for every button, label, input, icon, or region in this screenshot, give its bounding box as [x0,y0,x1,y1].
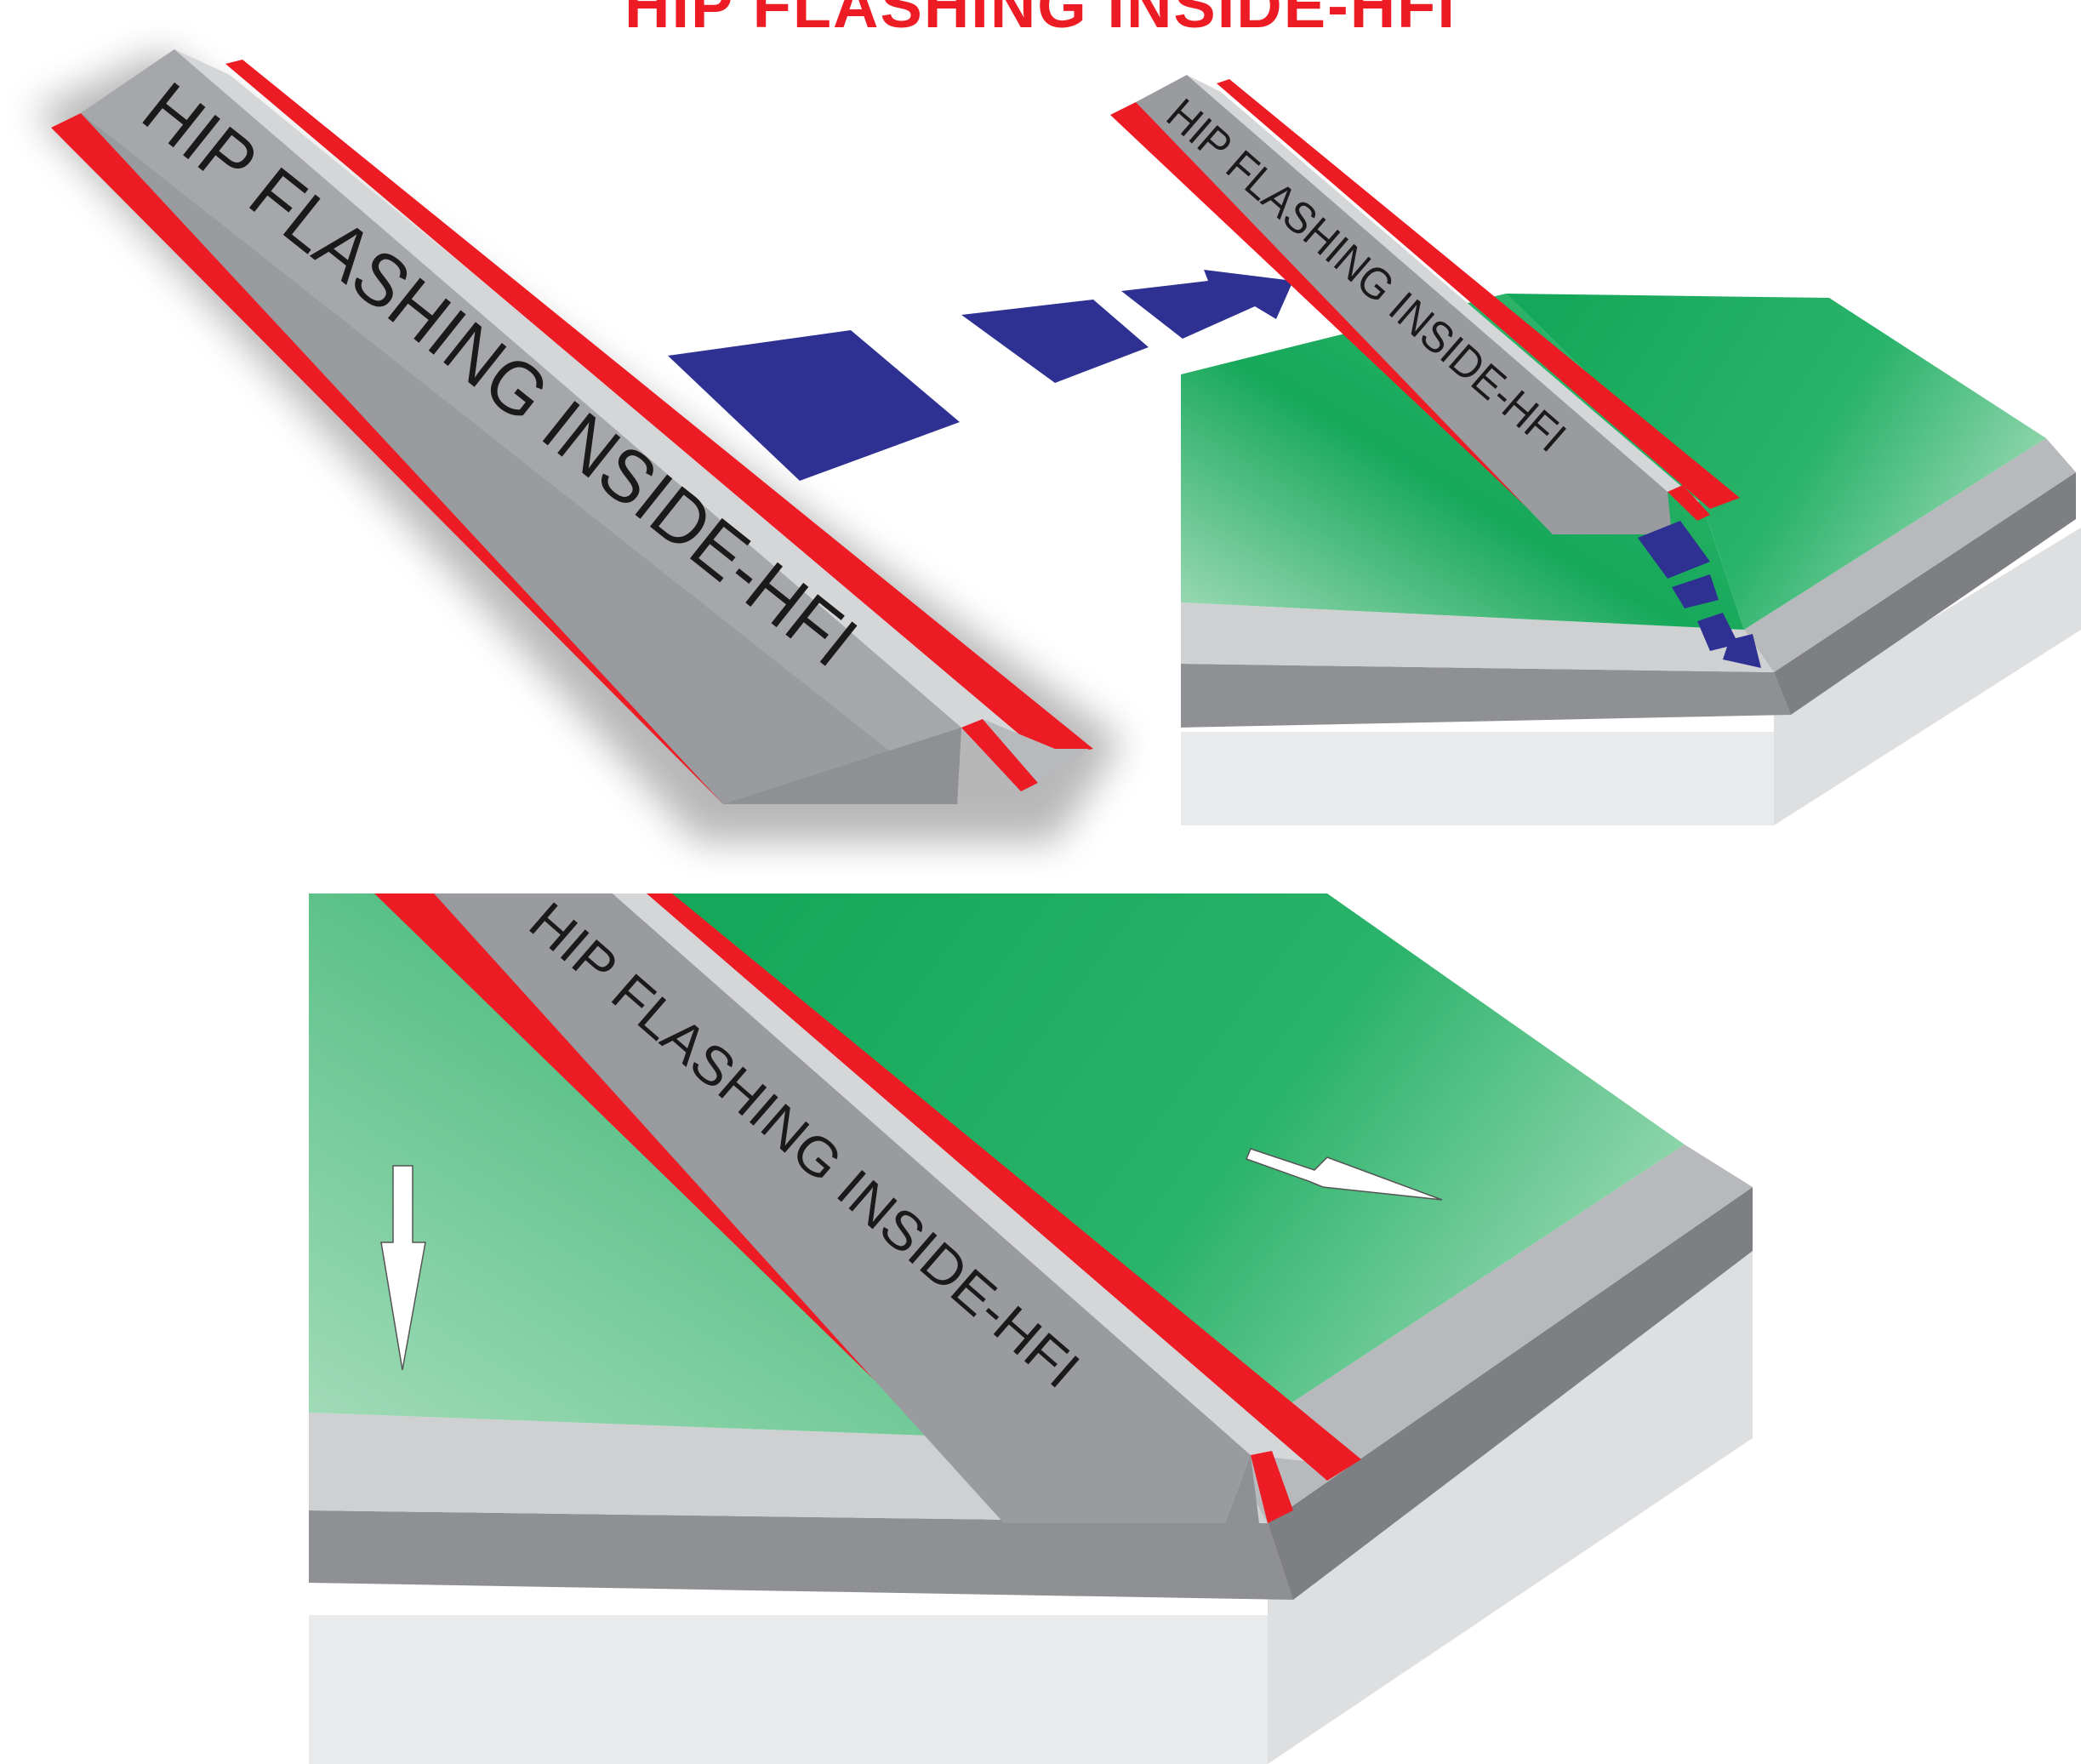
wall-front [309,1615,1268,1764]
arrow-segment-2 [961,300,1149,383]
fascia-dark [309,1510,1293,1600]
panel-installation: HIP FLASHING INSIDE-HFI [1110,75,2081,825]
fascia-dark [1181,664,1791,728]
arrow-head [1121,270,1293,339]
panel-enlarged: HIP FLASHING INSIDE-HFI [309,890,1753,1764]
wall-front [1181,732,1774,825]
panel-flashing-detail: HIP FLASHING INSIDE-HFI [34,49,1123,842]
